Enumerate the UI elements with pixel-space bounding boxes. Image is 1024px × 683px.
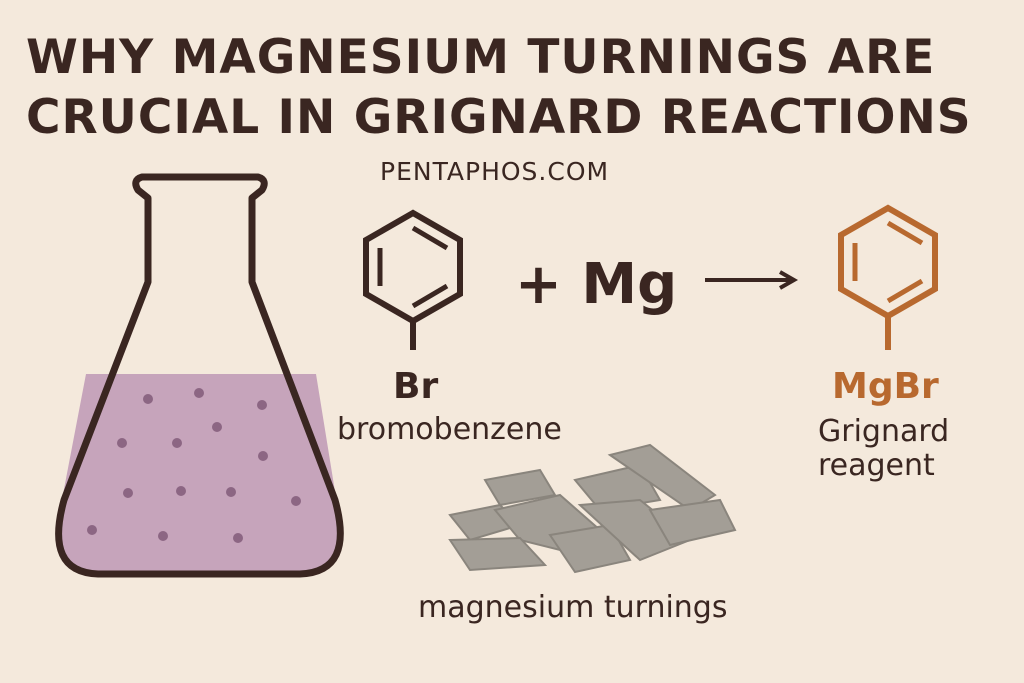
magnesium-turnings-icon bbox=[448, 443, 737, 574]
product-name-line-1: Grignard bbox=[818, 414, 950, 449]
plus-reagent: + Mg bbox=[515, 252, 678, 317]
erlenmeyer-flask-icon bbox=[55, 173, 344, 578]
benzene-ring-icon bbox=[363, 209, 463, 350]
title-line-2: CRUCIAL IN GRIGNARD REACTIONS bbox=[26, 90, 972, 145]
title-line-1: WHY MAGNESIUM TURNINGS ARE bbox=[26, 30, 936, 85]
reactant-substituent: Br bbox=[393, 366, 439, 407]
reactant-name: bromobenzene bbox=[337, 412, 562, 447]
arrow-right-icon bbox=[705, 270, 799, 290]
product-name-line-2: reagent bbox=[818, 448, 935, 483]
product-substituent: MgBr bbox=[832, 366, 939, 407]
site-label: PENTAPHOS.COM bbox=[380, 157, 610, 186]
product-benzene-ring-icon bbox=[838, 204, 938, 350]
turnings-label: magnesium turnings bbox=[418, 590, 728, 625]
liquid-dots bbox=[87, 388, 301, 543]
